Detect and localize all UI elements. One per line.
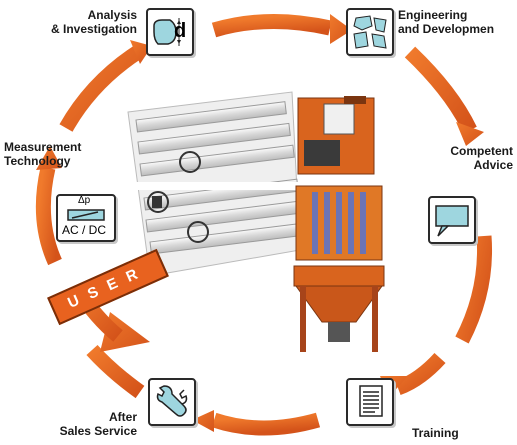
puzzle-pieces-icon xyxy=(353,15,387,49)
engineering-icon-box[interactable] xyxy=(346,8,394,56)
dust-collector-equipment xyxy=(293,96,385,352)
ring-arc-top xyxy=(211,13,332,38)
label-analysis: Analysis& Investigation xyxy=(50,8,137,36)
pressure-meter-icon xyxy=(67,209,105,221)
arrow-head-left xyxy=(36,146,62,170)
ring-arc-left xyxy=(35,166,62,266)
ring-arc-bottom xyxy=(211,412,321,436)
arrow-head-bottom xyxy=(192,410,214,432)
arrow-head-top xyxy=(330,14,352,44)
label-training: Training xyxy=(412,426,459,440)
pressure-label: Δp xyxy=(78,195,91,206)
analysis-icon-box[interactable]: d xyxy=(146,8,194,56)
training-icon-box[interactable] xyxy=(346,378,394,426)
ring-arc-right xyxy=(455,235,492,344)
after-sales-icon-box[interactable] xyxy=(148,378,196,426)
ring-arc-topleft xyxy=(59,45,143,132)
ac-dc-label: AC / DC xyxy=(62,223,107,237)
gauge-measure-label: d xyxy=(174,20,187,42)
arrow-head-right xyxy=(456,122,484,146)
measurement-icon-box[interactable]: Δp AC / DC xyxy=(56,194,116,242)
wrench-icon xyxy=(156,385,188,417)
gauge-measure-icon xyxy=(153,18,181,46)
filter-tube-panel xyxy=(124,91,304,277)
ring-arc-topright xyxy=(404,46,477,134)
document-icon xyxy=(359,385,383,417)
ring-arc-bottomright xyxy=(395,352,446,396)
ring-arc-bottomleft xyxy=(86,344,145,399)
advice-icon-box[interactable] xyxy=(428,196,476,244)
speech-bubble-icon xyxy=(435,205,469,237)
